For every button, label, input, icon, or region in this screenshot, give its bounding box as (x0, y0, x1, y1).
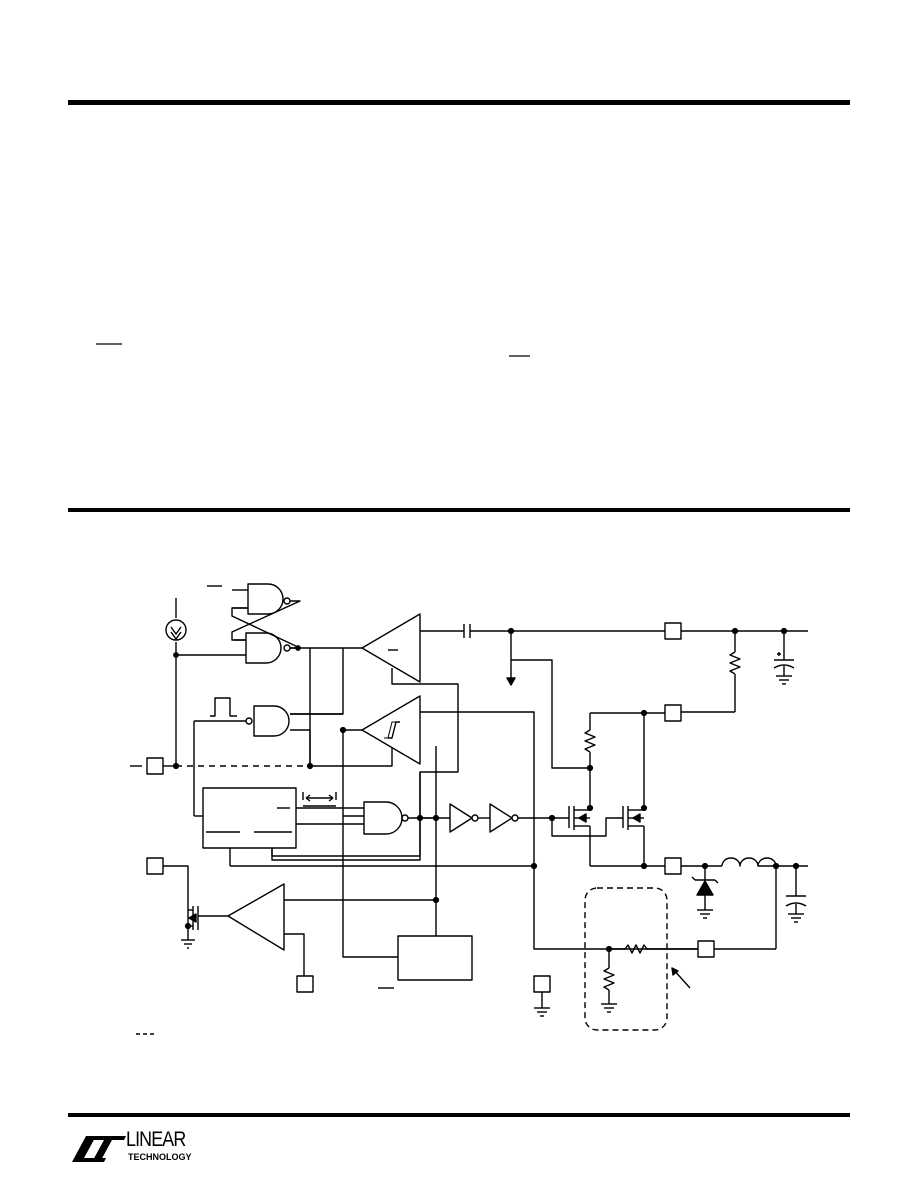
driver-inverter-1 (449, 803, 490, 833)
output-feedback (697, 866, 777, 958)
feedback-divider (584, 887, 698, 1031)
section-rule (68, 508, 850, 512)
ground-pin (533, 975, 551, 1017)
shutdown-nmos (146, 857, 228, 949)
output-capacitor (785, 866, 807, 923)
pmos-sense (551, 804, 648, 866)
reference-block (378, 935, 473, 989)
driver-inverter-2 (489, 803, 556, 833)
error-amplifier (227, 883, 440, 993)
switch-node (590, 857, 808, 875)
bottom-rule (68, 1113, 850, 1117)
pmos-switch (552, 804, 594, 866)
current-source (165, 598, 187, 766)
input-capacitor (773, 631, 795, 685)
logo-brand-bottom: TECHNOLOGY (128, 1152, 192, 1162)
linear-logo-mark (72, 1136, 126, 1162)
logo-brand-top: LINEAR (126, 1128, 186, 1151)
top-rail (420, 622, 808, 769)
schottky-diode (691, 866, 719, 919)
sense-network (584, 709, 665, 808)
set-reset-latch (176, 583, 310, 664)
feedback-comparator (271, 613, 459, 861)
sense-resistor (664, 631, 741, 722)
top-rule (68, 100, 850, 105)
output-nand-gate (343, 746, 450, 936)
shutdown-line (130, 648, 393, 775)
timer-block (202, 772, 421, 866)
